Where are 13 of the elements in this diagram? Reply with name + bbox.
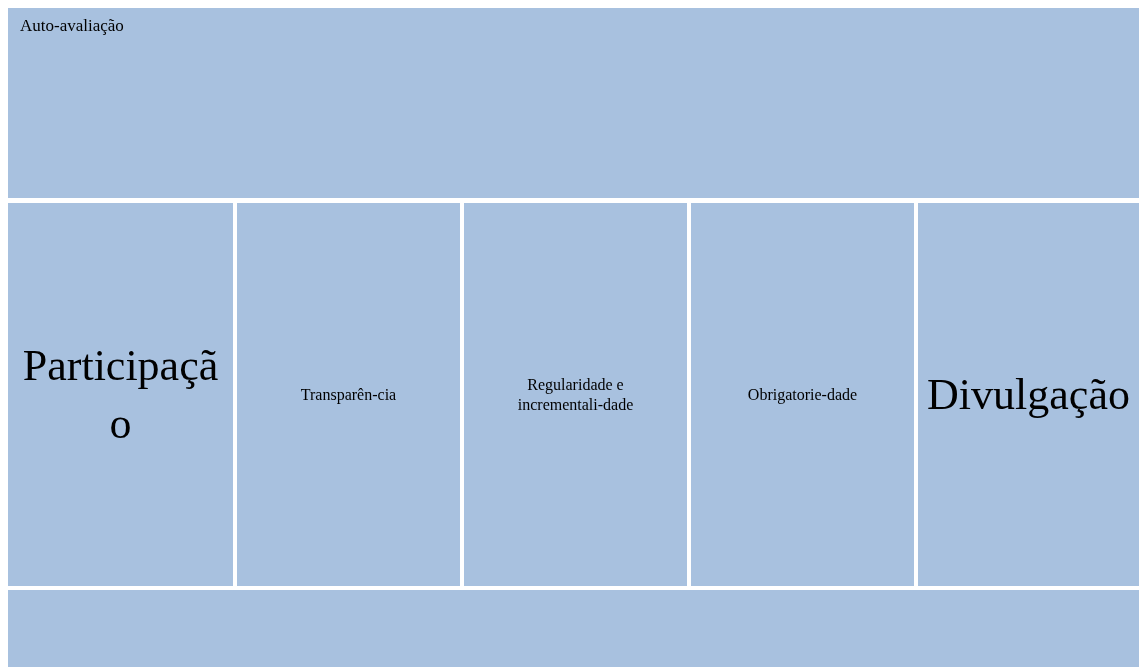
column-label: Regularidade e incrementali-dade: [516, 375, 635, 414]
column-label: Transparên-cia: [299, 384, 398, 405]
header-band: [8, 8, 1139, 198]
column-panel: [237, 203, 460, 586]
column-label: Obrigatorie-dade: [746, 384, 859, 405]
column-label: Divulgação: [926, 368, 1131, 421]
column-label: Participação: [21, 340, 220, 450]
empty-band: [8, 590, 1139, 667]
band-heading: Auto-avaliação: [20, 16, 124, 36]
column-panel: [464, 203, 687, 586]
column-panel: [691, 203, 914, 586]
column-panel: [8, 203, 233, 586]
column-panel: [918, 203, 1139, 586]
